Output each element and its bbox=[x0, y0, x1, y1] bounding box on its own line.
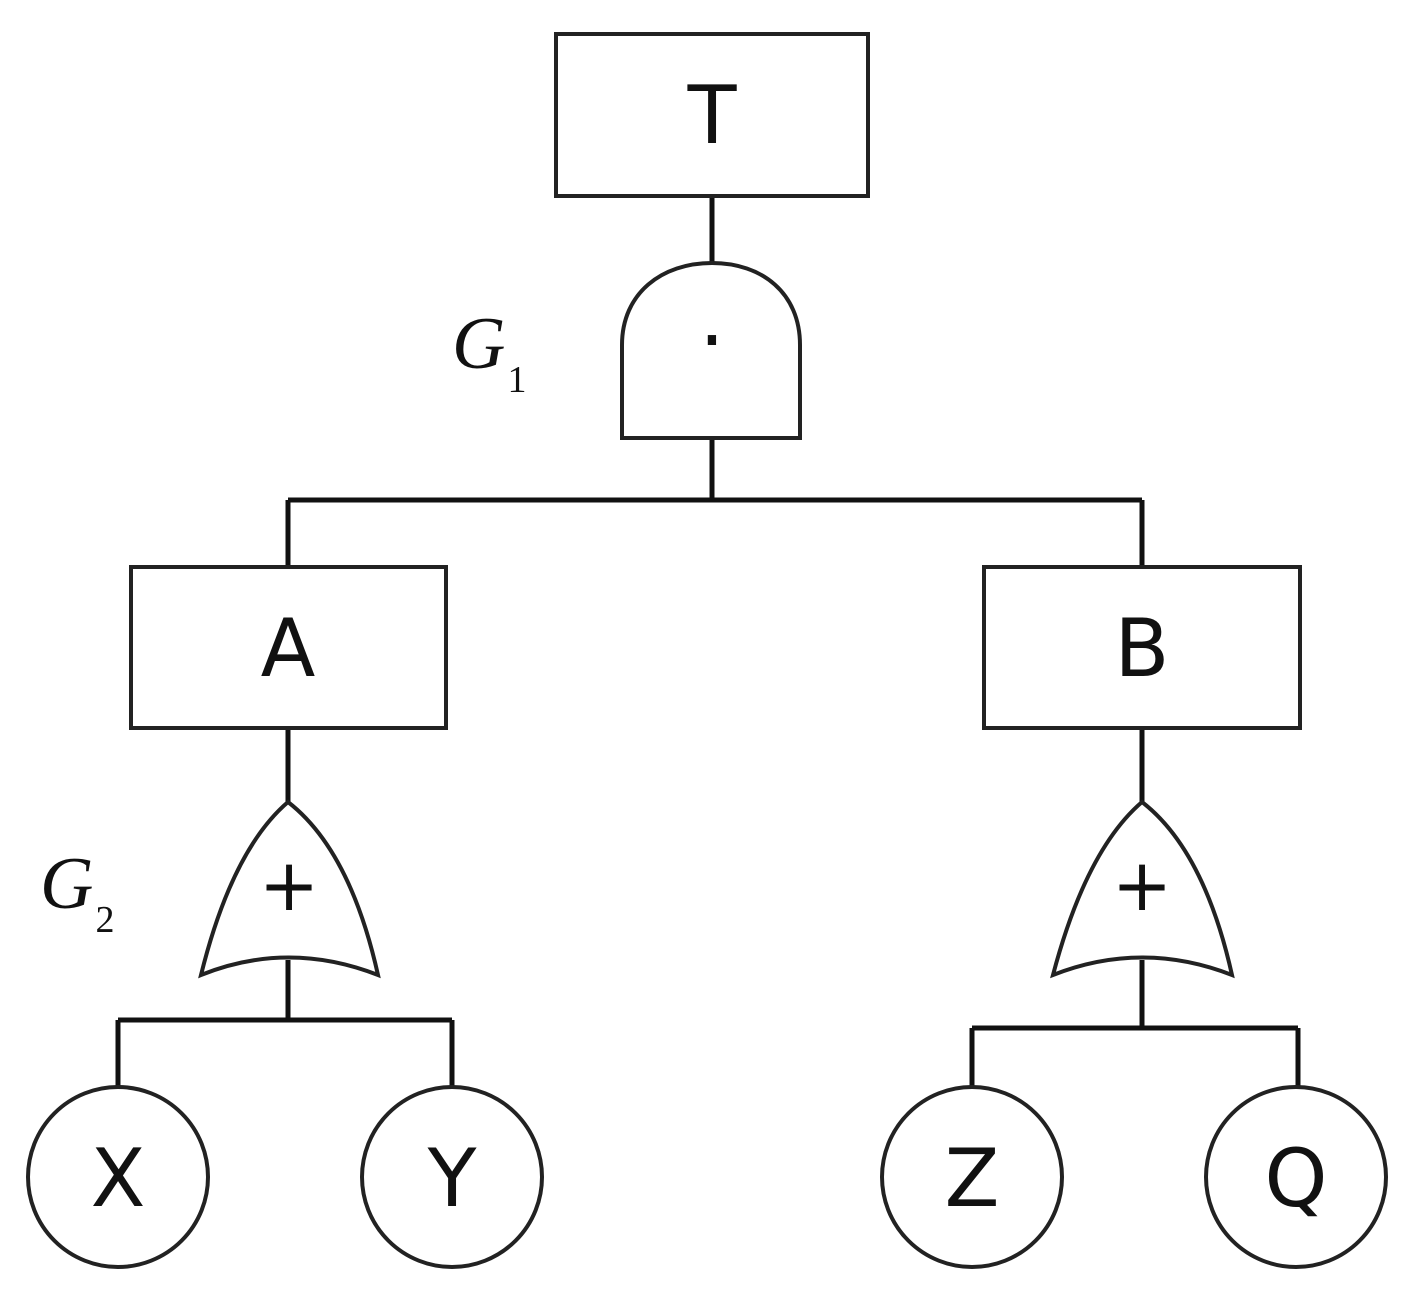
and-gate-g1: · G1 bbox=[452, 260, 802, 440]
basic-event-circle bbox=[26, 1085, 210, 1269]
basic-event-label-y: Y bbox=[427, 1132, 478, 1225]
event-label-a: A bbox=[261, 602, 316, 695]
top-event-label: T bbox=[687, 69, 738, 162]
top-event: T bbox=[554, 32, 870, 198]
intermediate-event-b: B bbox=[982, 565, 1302, 730]
basic-event-label-q: Q bbox=[1265, 1132, 1328, 1225]
or-gate-symbol: + bbox=[1112, 843, 1172, 927]
or-gate-shape bbox=[1050, 799, 1235, 979]
basic-event-q: Q bbox=[1204, 1085, 1388, 1269]
basic-event-label-x: X bbox=[91, 1132, 146, 1225]
event-box-b bbox=[982, 565, 1302, 730]
or-gate-shape bbox=[198, 799, 381, 979]
basic-event-circle bbox=[1204, 1085, 1388, 1269]
basic-event-circle bbox=[880, 1085, 1064, 1269]
event-label-b: B bbox=[1115, 602, 1170, 695]
or-gate-right: + bbox=[1050, 799, 1235, 979]
event-box-a bbox=[129, 565, 448, 730]
top-event-box bbox=[554, 32, 870, 198]
basic-event-z: Z bbox=[880, 1085, 1064, 1269]
or-gate-symbol: + bbox=[259, 843, 319, 927]
connector-lines bbox=[115, 196, 1301, 1088]
and-gate-shape bbox=[620, 260, 802, 440]
gate-label-g1: G1 bbox=[452, 303, 526, 401]
gate-label-g2: G2 bbox=[40, 843, 114, 941]
basic-event-x: X bbox=[26, 1085, 210, 1269]
basic-event-circle bbox=[360, 1085, 544, 1269]
basic-event-label-z: Z bbox=[945, 1132, 1000, 1225]
and-gate-symbol: · bbox=[699, 294, 724, 387]
basic-event-y: Y bbox=[360, 1085, 544, 1269]
or-gate-g2: + G2 bbox=[40, 799, 381, 979]
intermediate-event-a: A bbox=[129, 565, 448, 730]
